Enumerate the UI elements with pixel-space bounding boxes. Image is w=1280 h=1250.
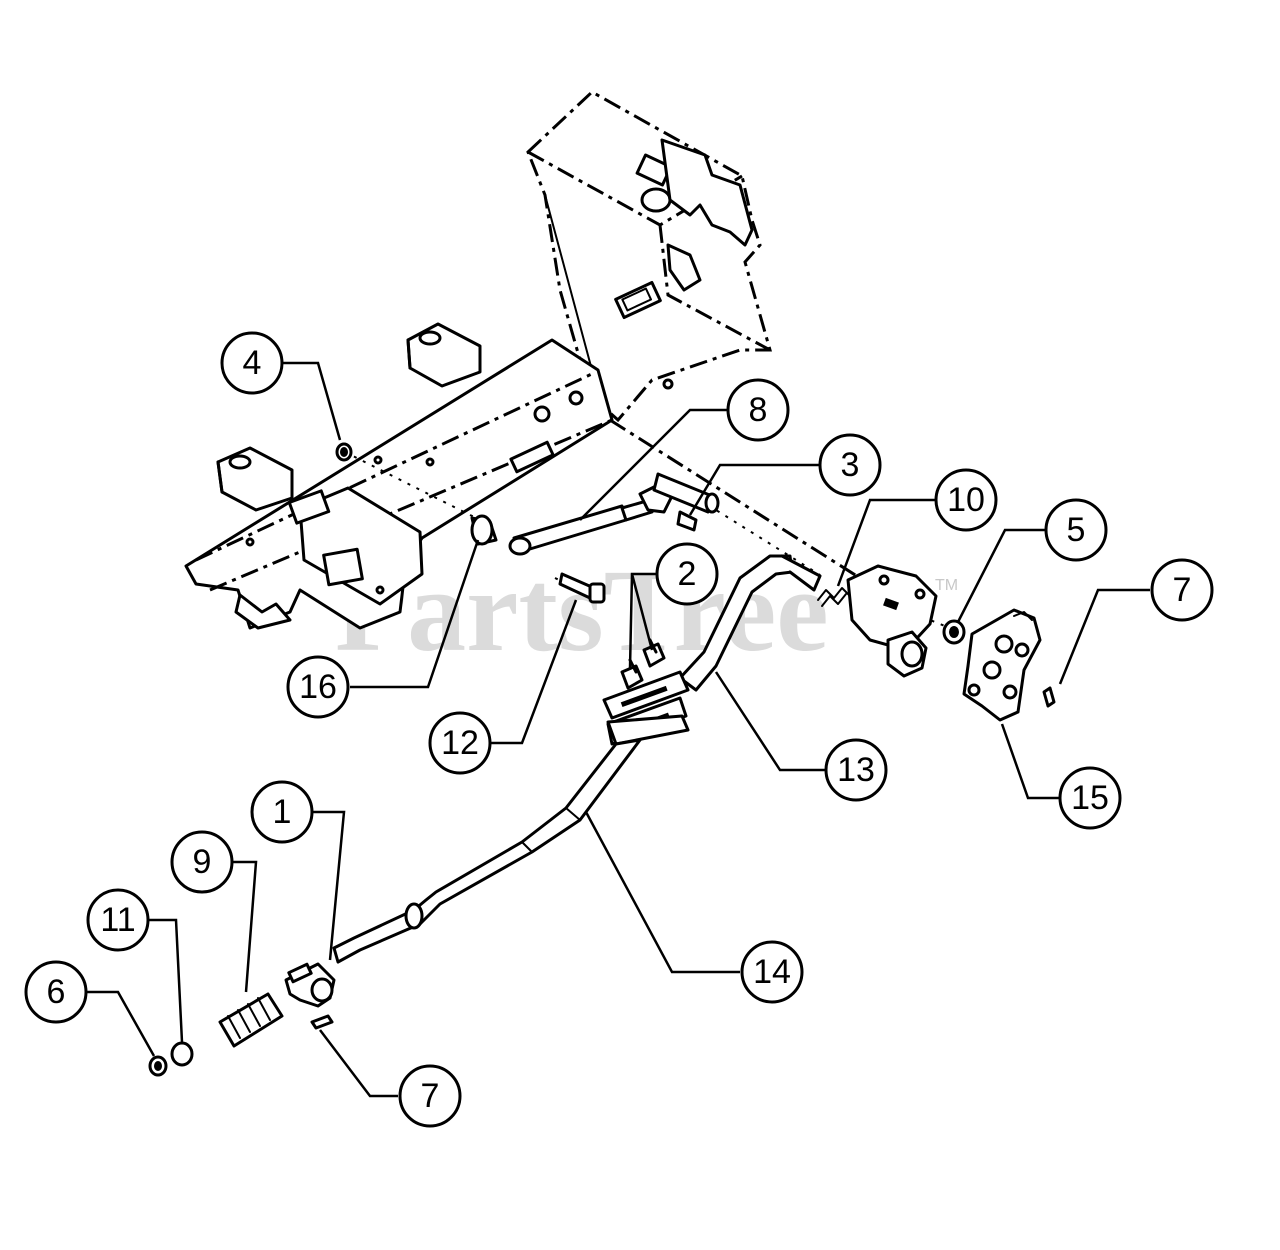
callout-3: 3 [818, 433, 882, 497]
callout-13-label: 13 [837, 751, 875, 789]
callout-6-label: 6 [47, 973, 66, 1011]
part-12-bolt [558, 572, 606, 604]
frame-chassis [184, 322, 614, 630]
callout-16-label: 16 [299, 668, 337, 706]
callout-7-bottom-label: 7 [421, 1077, 440, 1115]
callout-14: 14 [740, 940, 804, 1004]
part-16-bushing [470, 514, 498, 546]
leader-14 [584, 811, 740, 974]
callout-5: 5 [1044, 498, 1108, 562]
callout-9: 9 [170, 830, 234, 894]
callout-2: 2 [655, 542, 719, 606]
part-1-pivot-block [284, 962, 336, 1008]
part-15-plate [962, 608, 1042, 722]
callout-15: 15 [1058, 766, 1122, 830]
part-14-lever-lower [332, 714, 690, 964]
leader-3 [688, 463, 820, 516]
callout-7-top-label: 7 [1173, 571, 1192, 609]
leader-7a [1058, 588, 1150, 685]
callout-8: 8 [726, 378, 790, 442]
callout-3-label: 3 [841, 446, 860, 484]
pivot-bracket [846, 564, 938, 678]
leader-15 [1000, 723, 1060, 800]
part-8-strut [508, 482, 674, 556]
part-6-nut [148, 1055, 168, 1077]
callout-4: 4 [220, 331, 284, 395]
leader-13 [714, 671, 825, 772]
callout-11: 11 [86, 888, 150, 952]
leader-5 [956, 528, 1045, 623]
part-10-spring [817, 587, 851, 607]
callout-10-label: 10 [947, 481, 985, 519]
callout-1-label: 1 [273, 793, 292, 831]
part-7-cotter-pin-bottom [310, 1014, 334, 1030]
part-11-washer [170, 1041, 194, 1067]
leader-4 [282, 361, 342, 441]
leader-1 [312, 810, 346, 961]
callout-12-label: 12 [441, 724, 479, 762]
part-9-spring [218, 992, 284, 1048]
leader-lines [86, 361, 1150, 1098]
part-7-cotter-pin-top [1042, 686, 1056, 708]
leader-10 [836, 498, 935, 587]
part-5-nut [942, 619, 966, 645]
callout-11-label: 11 [100, 901, 135, 939]
callout-14-label: 14 [753, 953, 791, 991]
watermark-trademark: TM [935, 577, 958, 594]
dash-housing-outline [526, 90, 772, 423]
callout-13: 13 [824, 738, 888, 802]
callout-5-label: 5 [1067, 511, 1086, 549]
callout-4-label: 4 [243, 344, 262, 382]
leader-16 [350, 539, 480, 689]
callout-7-top: 7 [1150, 558, 1214, 622]
leader-11 [148, 918, 184, 1043]
leader-6 [86, 990, 156, 1057]
leader-9 [232, 860, 258, 993]
callout-15-label: 15 [1071, 779, 1109, 817]
leader-2b [630, 573, 654, 651]
leader-12 [490, 599, 578, 745]
callout-8-label: 8 [749, 391, 768, 429]
callout-10: 10 [934, 468, 998, 532]
callout-1: 1 [250, 780, 314, 844]
callout-16: 16 [286, 655, 350, 719]
callout-7-bottom: 7 [398, 1064, 462, 1128]
callout-6: 6 [24, 960, 88, 1024]
leader-8 [579, 408, 728, 521]
callout-9-label: 9 [193, 843, 212, 881]
callout-2-label: 2 [678, 555, 697, 593]
callout-12: 12 [428, 711, 492, 775]
leader-7b [319, 1029, 398, 1098]
part-4-nut [335, 442, 353, 462]
